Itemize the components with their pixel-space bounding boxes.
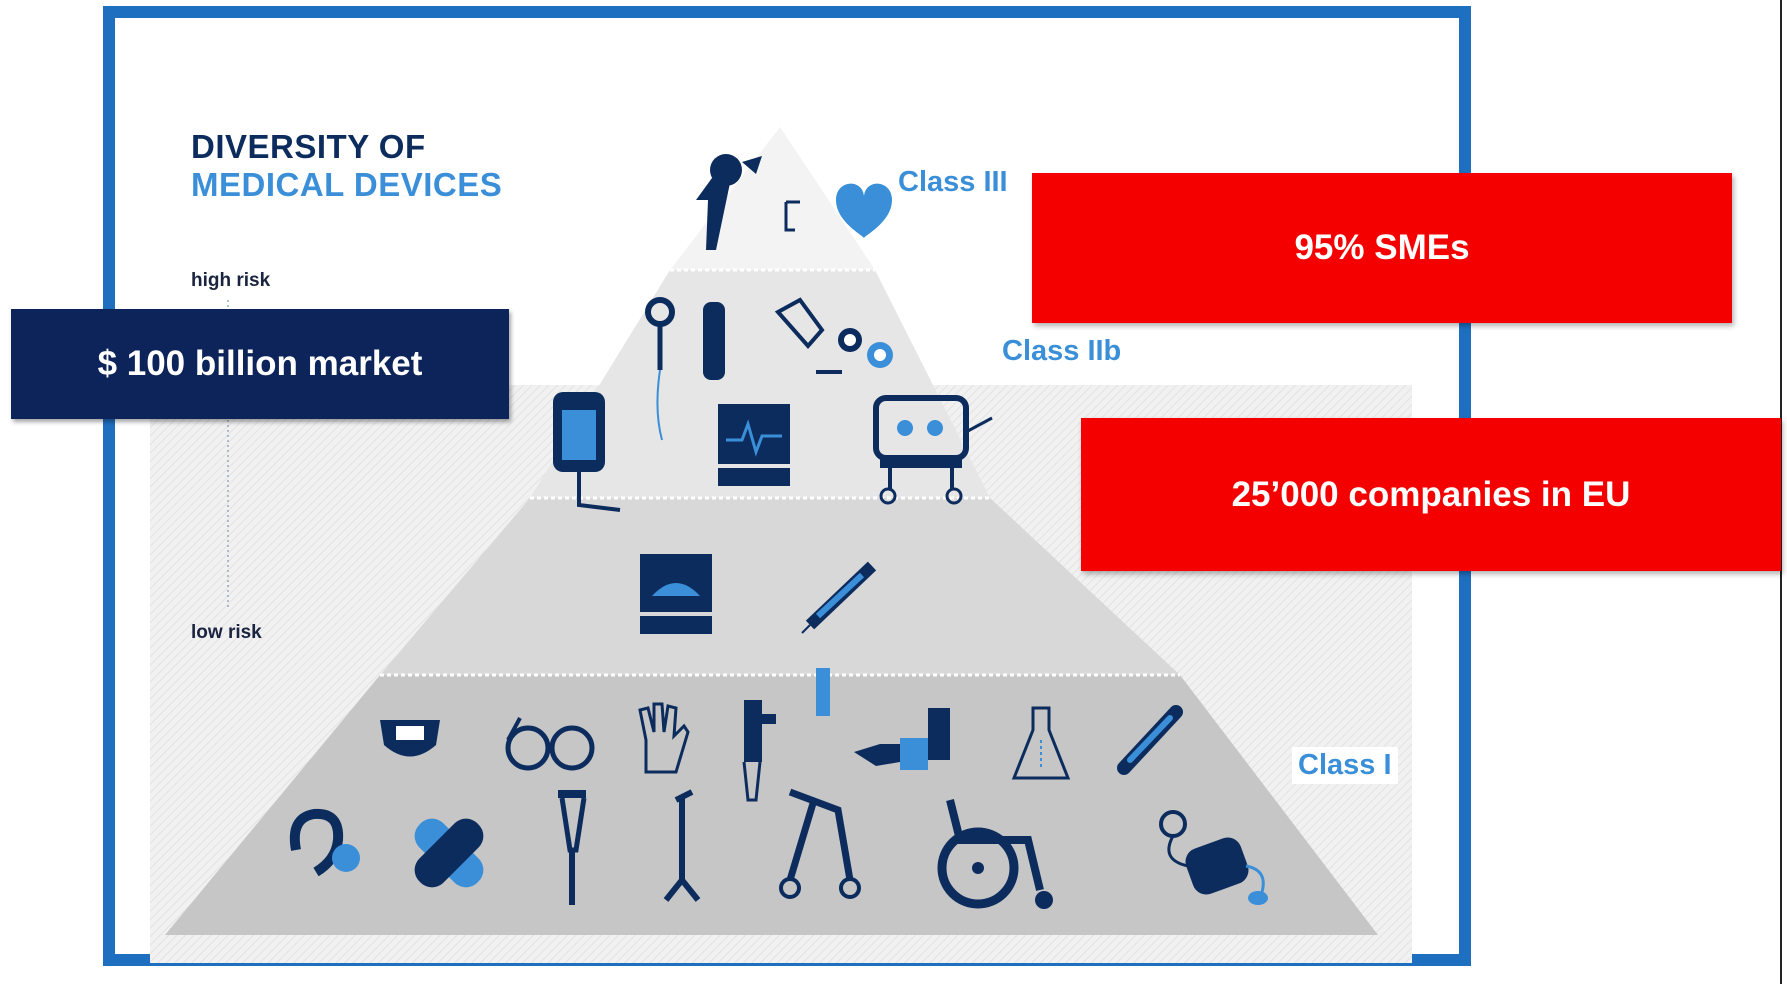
- companies-callout: 25’000 companies in EU: [1081, 418, 1781, 571]
- pyramid-tier-class-2a: [380, 498, 1180, 675]
- walker-icon: [779, 788, 861, 899]
- class-3-label: Class III: [892, 164, 1014, 201]
- market-size-callout: $ 100 billion market: [11, 309, 509, 419]
- high-risk-label: high risk: [191, 270, 271, 291]
- syringe-icon: [801, 561, 877, 634]
- smes-callout: 95% SMEs: [1032, 173, 1732, 323]
- glasses-icon: [505, 717, 595, 771]
- stent-catheter-icon: [645, 297, 675, 441]
- blood-pressure-icon: [1159, 810, 1268, 905]
- pyramid-tier-class-3: [670, 127, 875, 270]
- contact-lens-solution-icon: [774, 297, 893, 374]
- page-edge-line: [1780, 0, 1782, 984]
- ecg-monitor-icon: [718, 404, 790, 486]
- crutch-icon: [558, 790, 587, 905]
- title-line-1: DIVERSITY OF: [191, 128, 426, 165]
- small-implant-icon: [816, 668, 830, 716]
- diaper-icon: [380, 720, 440, 757]
- ultrasound-icon: [640, 554, 712, 634]
- hearing-aid-icon: [289, 808, 360, 877]
- flask-icon: [1011, 706, 1071, 780]
- wheelchair-icon: [937, 799, 1053, 909]
- otoscope-icon: [742, 700, 776, 802]
- incubator-icon: [873, 395, 993, 505]
- heart-pacemaker-icon: [784, 183, 892, 238]
- thermometer-icon: [1117, 705, 1183, 775]
- glove-icon: [638, 702, 690, 774]
- bandage-wrap-icon: [854, 708, 950, 770]
- cane-icon: [663, 789, 701, 902]
- plaster-icon: [414, 818, 484, 888]
- cylinder-implant-icon: [703, 302, 725, 380]
- diagram-title: DIVERSITY OF MEDICAL DEVICES: [191, 128, 502, 204]
- iv-bag-icon: [553, 392, 621, 512]
- class-1-label: Class I: [1292, 747, 1398, 784]
- hip-implant-icon: [696, 154, 762, 250]
- class-2b-label: Class IIb: [996, 333, 1128, 370]
- low-risk-label: low risk: [191, 622, 262, 643]
- title-line-2: MEDICAL DEVICES: [191, 166, 503, 203]
